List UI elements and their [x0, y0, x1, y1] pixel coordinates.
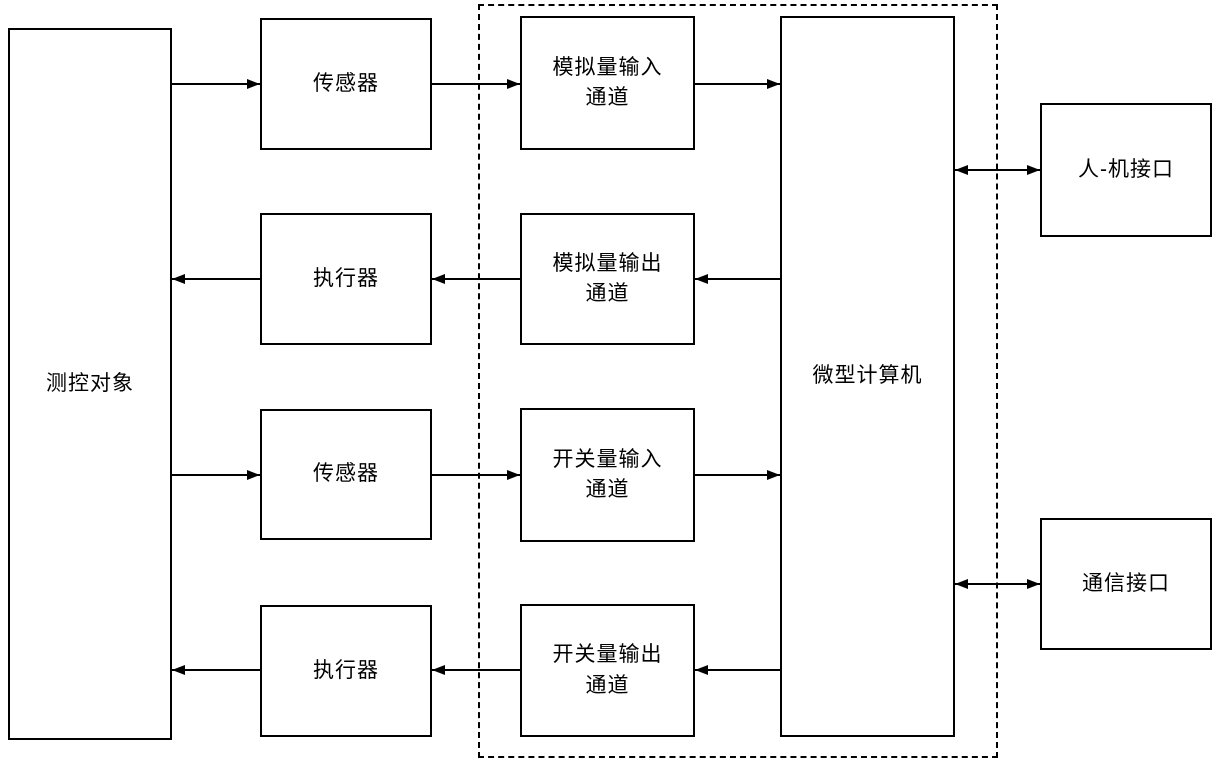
block-label: 执行器	[313, 658, 379, 682]
io-channels-computer-group-outline	[478, 4, 998, 758]
block-label: 模拟量输出 通道	[552, 251, 663, 305]
block-switch-input-channel: 开关量输入 通道	[520, 408, 695, 542]
block-label: 执行器	[313, 266, 379, 290]
block-analog-input-channel: 模拟量输入 通道	[520, 16, 695, 150]
block-label: 模拟量输入 通道	[552, 55, 663, 109]
block-actuator-top: 执行器	[260, 213, 432, 345]
block-label: 开关量输出 通道	[552, 643, 663, 697]
block-human-machine-interface: 人-机接口	[1040, 103, 1212, 237]
block-label: 传感器	[313, 71, 379, 95]
block-label: 测控对象	[46, 371, 134, 395]
block-sensor-bottom: 传感器	[260, 409, 432, 540]
block-communication-interface: 通信接口	[1040, 518, 1212, 650]
block-microcomputer: 微型计算机	[780, 16, 955, 737]
block-label: 人-机接口	[1078, 157, 1174, 181]
block-label: 微型计算机	[812, 364, 923, 388]
block-label: 通信接口	[1082, 571, 1170, 595]
block-analog-output-channel: 模拟量输出 通道	[520, 213, 695, 345]
block-switch-output-channel: 开关量输出 通道	[520, 604, 695, 737]
block-actuator-bottom: 执行器	[260, 605, 432, 737]
block-sensor-top: 传感器	[260, 18, 432, 150]
block-measured-controlled-object: 测控对象	[8, 28, 172, 740]
block-label: 传感器	[313, 462, 379, 486]
block-label: 开关量输入 通道	[552, 447, 663, 501]
